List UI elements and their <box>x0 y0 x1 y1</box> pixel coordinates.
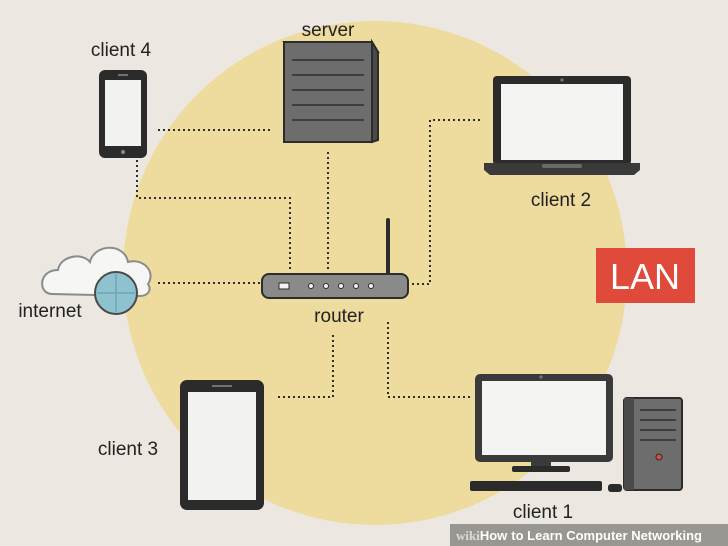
link-router-client1 <box>387 322 470 398</box>
client-4-phone-icon <box>99 70 147 158</box>
router-icon <box>261 218 409 299</box>
client-3-label: client 3 <box>98 439 158 460</box>
globe-icon <box>94 271 138 315</box>
client-1-desktop-icon <box>470 374 622 492</box>
client-2-label: client 2 <box>531 190 591 211</box>
internet-label: internet <box>18 301 82 322</box>
watermark-band <box>450 524 728 546</box>
router-label: router <box>314 306 364 327</box>
lan-badge-label: LAN <box>610 256 680 297</box>
link-router-client3 <box>275 335 334 398</box>
server-icon <box>282 38 380 144</box>
client-1-label: client 1 <box>513 502 573 523</box>
server-label: server <box>302 20 355 41</box>
link-client4-router <box>136 160 291 270</box>
lan-badge <box>596 248 695 303</box>
computer-tower-icon <box>623 397 683 491</box>
client-2-laptop-icon <box>484 76 640 175</box>
link-client2-router <box>410 119 480 285</box>
watermark-title: to Learn Computer Networking <box>511 528 702 543</box>
client-3-tablet-icon <box>180 380 264 510</box>
watermark-brand-prefix: wiki <box>456 528 480 543</box>
client-4-label: client 4 <box>91 40 152 61</box>
watermark-brand-suffix: How <box>480 528 508 543</box>
